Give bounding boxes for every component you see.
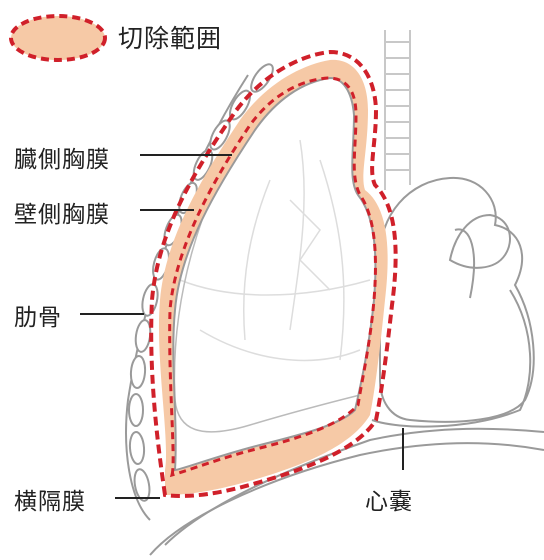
leader-parietal-pleura <box>140 209 194 211</box>
leader-pericardium <box>402 428 404 470</box>
leader-diaphragm <box>115 497 160 499</box>
label-rib: 肋骨 <box>14 305 62 331</box>
heart <box>378 176 535 423</box>
label-visceral-pleura: 臓側胸膜 <box>14 147 110 173</box>
label-pericardium: 心嚢 <box>365 489 413 515</box>
legend-swatch <box>9 14 107 62</box>
label-parietal-pleura: 壁側胸膜 <box>14 202 110 228</box>
pericardium <box>371 289 532 428</box>
rib-chain <box>128 63 274 502</box>
resection-inner-outline <box>168 76 377 478</box>
visceral-pleura-line <box>172 76 377 472</box>
diaphragm-curves <box>149 427 544 556</box>
label-diaphragm: 横隔膜 <box>14 489 86 515</box>
resection-area <box>158 59 388 496</box>
legend-label: 切除範囲 <box>118 24 223 53</box>
lung-internal <box>179 139 371 362</box>
leader-visceral-pleura <box>140 154 232 156</box>
leader-rib <box>80 313 144 315</box>
resection-outline <box>149 49 398 498</box>
trachea <box>384 30 411 190</box>
